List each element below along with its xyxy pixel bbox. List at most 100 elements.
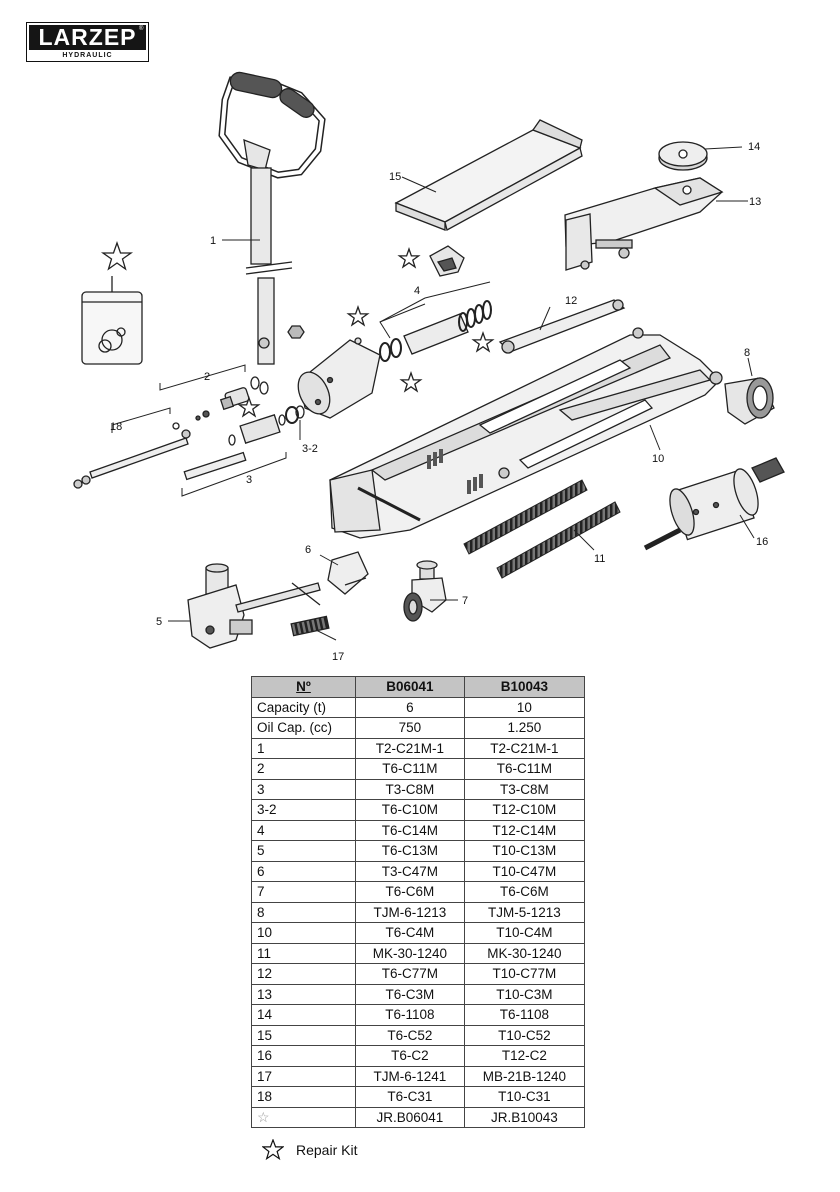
part-springs: [463, 479, 621, 579]
part-tie-rod: [73, 429, 191, 489]
star-outline-icon: [397, 247, 421, 269]
callout-14: 14: [748, 141, 760, 153]
cell-b06041: TJM-6-1213: [355, 901, 465, 923]
part-bracket: [327, 551, 369, 595]
callout-15: 15: [389, 171, 401, 183]
repair-kit-star-cell: ☆: [251, 1106, 356, 1128]
cell-b10043: T10-C4M: [463, 922, 586, 944]
cell-b10043: MK-30-1240: [463, 942, 586, 964]
cell-b06041: 6: [355, 696, 465, 718]
part-saddle-cap: [658, 141, 708, 171]
cell-b10043: T10-C47M: [463, 860, 586, 882]
callout-5: 5: [156, 616, 162, 628]
cell-b06041: T3-C8M: [355, 778, 465, 800]
larzep-logo: LARZEP ® HYDRAULIC: [26, 22, 149, 62]
cell-b10043: T12-C2: [463, 1045, 586, 1067]
cell-b10043: 1.250: [463, 717, 586, 739]
star-outline-icon: [237, 396, 261, 418]
row-label: 3-2: [251, 799, 356, 821]
callout-3: 3: [246, 474, 252, 486]
cell-b10043: T10-C52: [463, 1024, 586, 1046]
column-header-b10043: B10043: [463, 676, 586, 698]
callout-2: 2: [204, 371, 210, 383]
part-ram-cylinder: [643, 457, 785, 551]
star-outline-icon: [346, 305, 370, 327]
logo-frame: LARZEP ® HYDRAULIC: [26, 22, 149, 62]
callout-7: 7: [462, 595, 468, 607]
callout-11: 11: [594, 553, 605, 565]
cell-b06041: T6-C10M: [355, 799, 465, 821]
part-pump-assembly: [297, 281, 495, 419]
row-label: 13: [251, 983, 356, 1005]
row-label: 3: [251, 778, 356, 800]
row-label: 4: [251, 819, 356, 841]
cell-b10043: T3-C8M: [463, 778, 586, 800]
callout-18: 18: [110, 421, 122, 433]
part-seal-cap: [429, 245, 465, 277]
cell-b06041: 750: [355, 717, 465, 739]
cell-b10043: T6-1108: [463, 1004, 586, 1026]
cell-b06041: T6-C13M: [355, 840, 465, 862]
row-label: 17: [251, 1065, 356, 1087]
logo-registered-mark: ®: [139, 26, 144, 32]
cell-b06041: T6-C4M: [355, 922, 465, 944]
part-caster-wheel: [403, 560, 447, 622]
cell-b10043: 10: [463, 696, 586, 718]
row-label: 16: [251, 1045, 356, 1067]
row-label: Oil Cap. (cc): [251, 717, 356, 739]
cell-b10043: T10-C3M: [463, 983, 586, 1005]
callout-13: 13: [749, 196, 761, 208]
callout-8: 8: [744, 347, 750, 359]
cell-b06041: T6-C52: [355, 1024, 465, 1046]
logo-wordmark: LARZEP: [29, 25, 146, 50]
row-label: 15: [251, 1024, 356, 1046]
cell-b06041: T6-C14M: [355, 819, 465, 841]
part-lift-arm: [564, 177, 724, 271]
repair-kit-bag: [81, 241, 143, 365]
cell-b10043: T12-C14M: [463, 819, 586, 841]
row-label: 8: [251, 901, 356, 923]
part-link-bar: [498, 299, 626, 354]
star-outline-icon: [262, 1139, 284, 1161]
callout-4: 4: [414, 285, 420, 297]
callout-1: 1: [210, 235, 216, 247]
cell-b06041: T6-C2: [355, 1045, 465, 1067]
row-label: 1: [251, 737, 356, 759]
cell-b06041: T6-1108: [355, 1004, 465, 1026]
cell-b06041: T3-C47M: [355, 860, 465, 882]
cell-b10043: T2-C21M-1: [463, 737, 586, 759]
cell-b06041: MK-30-1240: [355, 942, 465, 964]
exploded-parts-diagram: 1 2 3 3-2 4 5 6 7 8 10 11 12 13 14 15 16…: [73, 71, 785, 663]
cell-b10043: T6-C11M: [463, 758, 586, 780]
part-valve-body: [187, 563, 321, 649]
part-tray: [394, 119, 583, 231]
callout-3-2: 3-2: [302, 443, 318, 455]
row-label: Capacity (t): [251, 696, 356, 718]
cell-b06041: T6-C11M: [355, 758, 465, 780]
cell-b10043: T6-C6M: [463, 881, 586, 903]
column-header-number: Nº: [251, 676, 356, 698]
callout-17: 17: [332, 651, 344, 663]
cell-b10043: JR.B10043: [463, 1106, 586, 1128]
part-valve-kit: [172, 376, 269, 430]
callout-10: 10: [652, 453, 664, 465]
cell-b10043: MB-21B-1240: [463, 1065, 586, 1087]
part-pump-piston: [183, 405, 305, 481]
part-small-spring: [290, 615, 330, 637]
